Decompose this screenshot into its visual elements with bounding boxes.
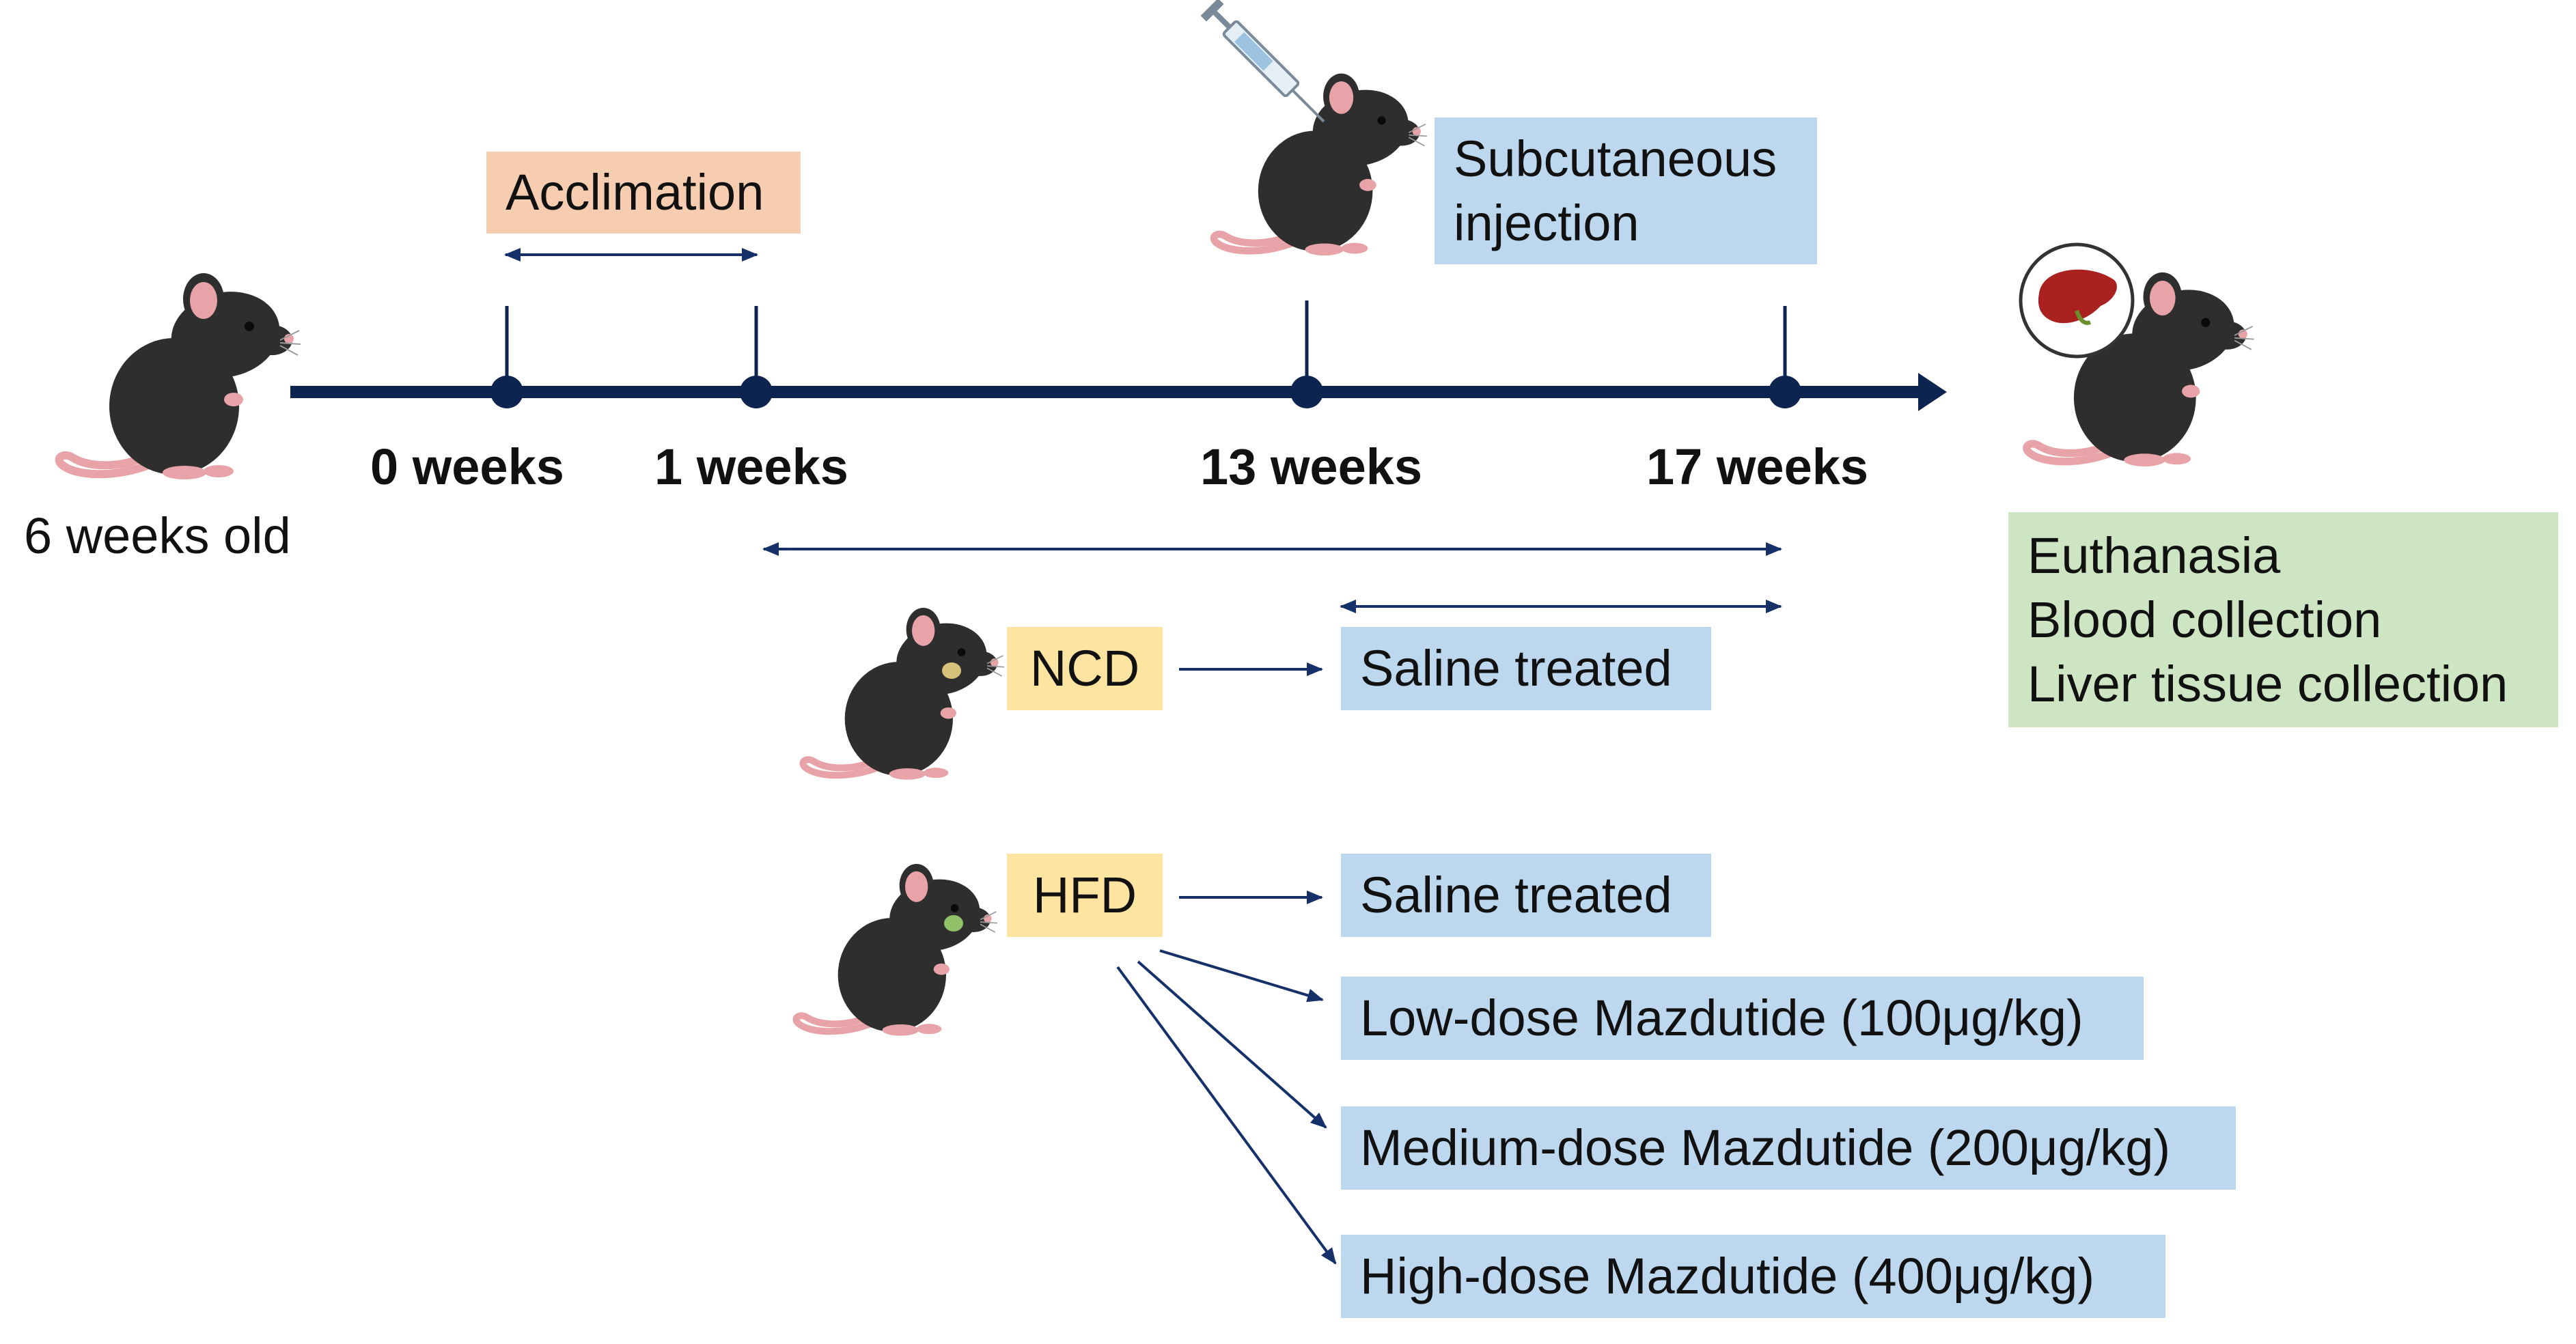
acclimation-box: Acclimation (486, 152, 801, 234)
timeline-tick-label: 13 weeks (1200, 438, 1423, 495)
ncd-treatment-box: Saline treated (1341, 627, 1711, 710)
hfd-treatment-label: Low-dose Mazdutide (100μg/kg) (1360, 990, 2083, 1046)
ncd-treatment-label: Saline treated (1360, 640, 1672, 697)
timeline-arrowhead (1918, 373, 1947, 411)
hfd-diet-box: HFD (1007, 854, 1163, 937)
timeline-tick-label: 1 weeks (654, 438, 848, 495)
acclimation-label: Acclimation (505, 164, 764, 221)
hfd-high-dose-arrow (1116, 966, 1337, 1265)
injection-box: Subcutaneous injection (1435, 117, 1817, 264)
liver-icon (2019, 242, 2135, 359)
mouse-icon (1214, 74, 1427, 255)
injection-label-line: Subcutaneous (1454, 130, 1777, 187)
hfd-treatment-box: Saline treated (1341, 854, 1711, 937)
start-age-label: 6 weeks old (24, 507, 291, 564)
timeline-tick-13 (1290, 300, 1323, 408)
timeline-tick-1 (740, 306, 773, 408)
hfd-treatment-box: Medium-dose Mazdutide (200μg/kg) (1341, 1106, 2236, 1190)
ncd-diet-label: NCD (1029, 640, 1140, 697)
hfd-treatment-label: High-dose Mazdutide (400μg/kg) (1360, 1248, 2095, 1304)
mouse-icon (59, 273, 301, 479)
timeline-tick-label: 17 weeks (1646, 438, 1869, 495)
hfd-treatment-box: Low-dose Mazdutide (100μg/kg) (1341, 977, 2144, 1060)
timeline-tick-17 (1769, 306, 1801, 408)
hfd-low-dose-arrow (1159, 949, 1324, 1003)
hfd-treatment-label: Medium-dose Mazdutide (200μg/kg) (1360, 1119, 2171, 1176)
endpoint-label-line: Blood collection (2027, 591, 2382, 648)
hfd-treatment-label: Saline treated (1360, 867, 1672, 923)
mouse-icon (796, 864, 997, 1036)
endpoint-label-line: Liver tissue collection (2027, 655, 2508, 712)
food-pellet-icon (942, 662, 961, 679)
hfd-medium-dose-arrow (1137, 960, 1327, 1129)
ncd-diet-box: NCD (1007, 627, 1163, 710)
endpoint-label-line: Euthanasia (2027, 527, 2281, 584)
mouse-icon (803, 608, 1004, 780)
hfd-treatment-box: High-dose Mazdutide (400μg/kg) (1341, 1235, 2165, 1318)
injection-label-line: injection (1454, 194, 1639, 251)
food-pellet-icon (944, 915, 963, 932)
endpoint-box: Euthanasia Blood collection Liver tissue… (2008, 512, 2558, 727)
timeline-tick-0 (490, 306, 523, 408)
timeline-tick-label: 0 weeks (370, 438, 564, 495)
hfd-diet-label: HFD (1032, 867, 1137, 923)
syringe-icon (1200, 0, 1325, 123)
